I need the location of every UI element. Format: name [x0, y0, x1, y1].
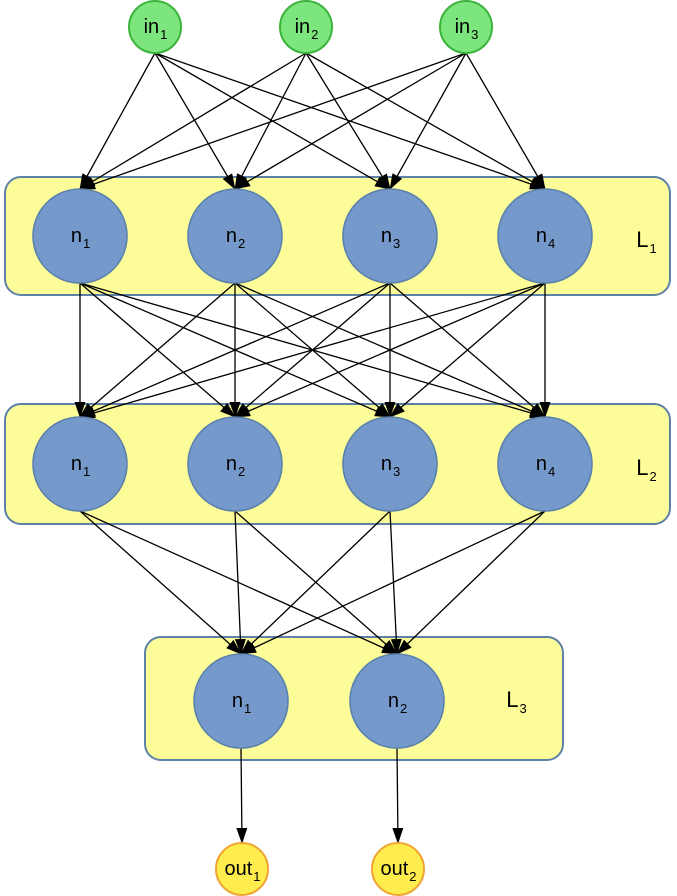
- edge-in3-l1n3: [389, 52, 467, 190]
- edge-in1-l1n2: [154, 52, 236, 190]
- edge-l2n4-l3n2: [396, 510, 546, 655]
- layer3-neuron-1: [193, 653, 289, 749]
- edge-in3-l1n2: [234, 52, 467, 190]
- layer2-neuron-label-1: n1: [70, 453, 91, 479]
- edge-l2n2-l3n1: [234, 510, 246, 655]
- layer3-neuron-2: [349, 653, 445, 749]
- layer2-neuron-3: [342, 416, 438, 512]
- edge-l2n1-l3n1: [79, 510, 242, 655]
- edges-layer3-to-outputs: [236, 747, 404, 844]
- edge-l1n4-l2n3: [389, 282, 546, 418]
- edge-in2-l1n1: [79, 52, 307, 190]
- edge-l3n2-out2: [392, 747, 404, 844]
- layer1-neuron-label-2: n2: [225, 225, 246, 251]
- output-label-1: out1: [224, 858, 261, 884]
- layer2-label: L2: [636, 455, 657, 484]
- input-node-2: [279, 0, 333, 54]
- edge-in1-l1n1: [79, 52, 156, 190]
- input-node-3: [439, 0, 493, 54]
- layer1-box: [4, 176, 671, 296]
- layer1-neuron-4: [497, 188, 593, 284]
- layer1-label: L1: [636, 227, 657, 256]
- layer1-neuron-3: [342, 188, 438, 284]
- layer3-label: L3: [506, 687, 527, 716]
- layer2-neuron-label-3: n3: [380, 453, 401, 479]
- edges-layer2-to-layer3: [79, 510, 546, 655]
- layer2-box: [4, 403, 671, 525]
- edges-layer1-to-layer2: [74, 282, 551, 419]
- edge-in2-l1n4: [305, 52, 546, 190]
- edge-l1n4-l2n2: [234, 282, 546, 418]
- output-node-1: [215, 842, 269, 896]
- edge-in2-l1n2: [234, 52, 307, 190]
- edge-l1n4-l2n1: [79, 282, 546, 419]
- edge-l2n4-l3n1: [240, 510, 546, 655]
- edge-l1n3-l2n1: [79, 282, 391, 418]
- layer1-neuron-label-3: n3: [380, 225, 401, 251]
- output-label-2: out2: [380, 858, 417, 884]
- input-label-3: in3: [454, 16, 479, 42]
- input-node-1: [128, 0, 182, 54]
- layer1-neuron-2: [187, 188, 283, 284]
- layer2-neuron-label-2: n2: [225, 453, 246, 479]
- edge-l2n3-l3n1: [240, 510, 391, 655]
- edge-in3-l1n1: [79, 52, 467, 190]
- edge-l1n2-l2n1: [79, 282, 236, 418]
- input-label-2: in2: [294, 16, 319, 42]
- edge-in3-l1n4: [465, 52, 546, 190]
- edge-in2-l1n3: [305, 52, 391, 190]
- output-node-2: [371, 842, 425, 896]
- layer2-neuron-4: [497, 416, 593, 512]
- layer2-neuron-2: [187, 416, 283, 512]
- layer3-neuron-label-2: n2: [387, 690, 408, 716]
- edges-inputs-to-layer1: [79, 52, 546, 190]
- layer2-neuron-label-4: n4: [535, 453, 556, 479]
- layer2-neuron-1: [32, 416, 128, 512]
- layer1-neuron-label-1: n1: [70, 225, 91, 251]
- edge-l3n1-out1: [236, 747, 248, 844]
- input-label-1: in1: [143, 16, 168, 42]
- layer1-neuron-label-4: n4: [535, 225, 556, 251]
- layer1-neuron-1: [32, 188, 128, 284]
- layer3-neuron-label-1: n1: [231, 690, 252, 716]
